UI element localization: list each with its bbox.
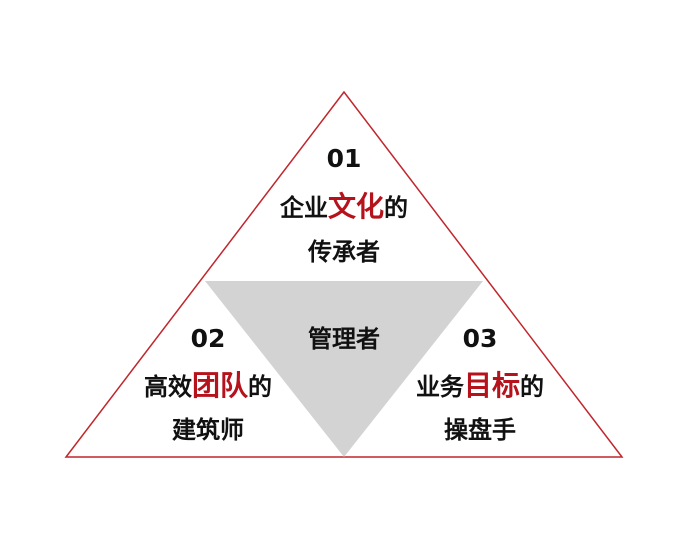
section-01-title: 企业文化的: [280, 193, 408, 221]
section-03-subtitle: 操盘手: [444, 416, 516, 444]
section-02-title-suffix: 的: [248, 373, 273, 401]
section-02-number: 02: [190, 324, 226, 353]
section-01-subtitle: 传承者: [308, 238, 380, 266]
center-inverted-triangle: [205, 281, 483, 457]
section-01-title-highlight: 文化: [327, 190, 385, 223]
section-03-title-highlight: 目标: [463, 369, 521, 402]
section-02-title: 高效团队的: [144, 372, 272, 400]
section-02-subtitle: 建筑师: [172, 416, 244, 444]
section-02-title-prefix: 高效: [143, 373, 192, 401]
section-03-number: 03: [462, 324, 498, 353]
section-02-title-highlight: 团队: [191, 369, 249, 402]
section-01-title-prefix: 企业: [279, 194, 328, 222]
center-label: 管理者: [308, 325, 380, 353]
section-01-title-suffix: 的: [384, 194, 409, 222]
section-03-title-suffix: 的: [520, 373, 545, 401]
section-03-title: 业务目标的: [416, 372, 544, 400]
section-03-title-prefix: 业务: [415, 373, 464, 401]
section-01-number: 01: [326, 144, 362, 173]
